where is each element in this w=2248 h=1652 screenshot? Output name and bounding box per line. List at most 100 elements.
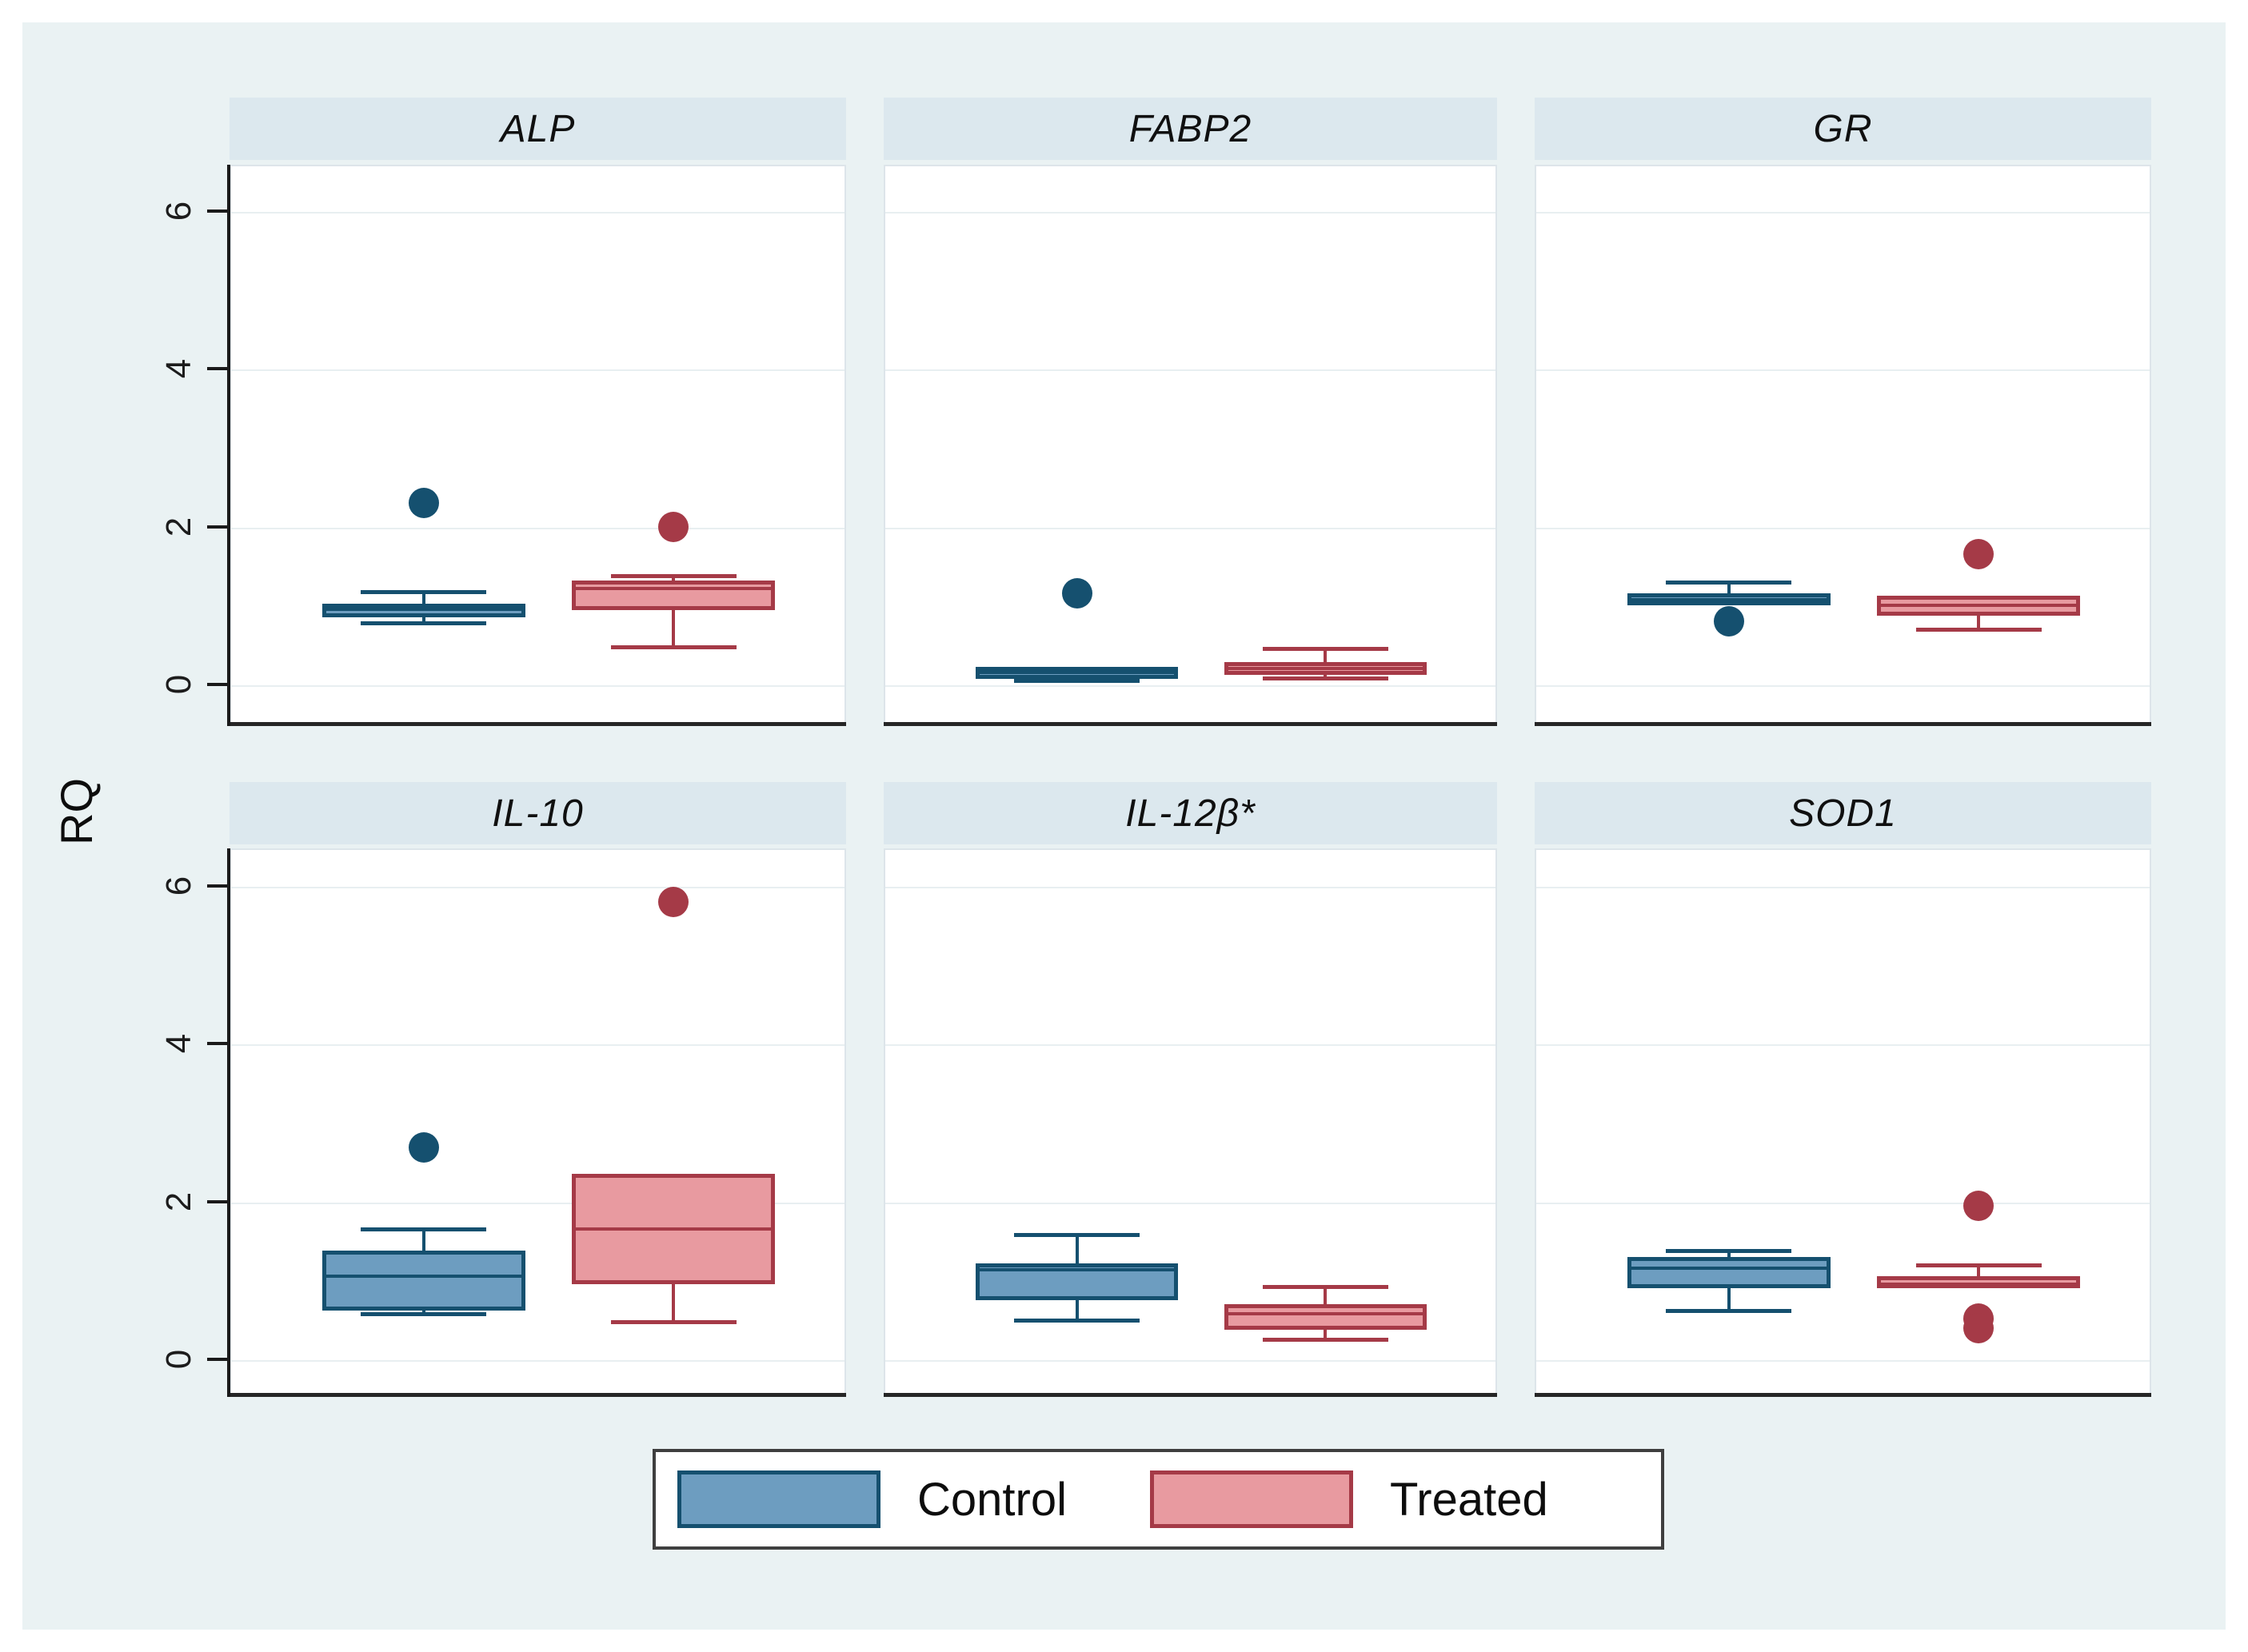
gridline (885, 212, 1495, 213)
gridline (1536, 212, 2150, 213)
panel-plot-area (1535, 848, 2151, 1395)
box-median (980, 671, 1174, 674)
outlier-dot (1714, 606, 1744, 636)
whisker-stem-lower (1324, 1329, 1327, 1339)
whisker-stem-upper (1324, 1287, 1327, 1304)
y-tick-mark (207, 367, 228, 370)
gridline (231, 685, 844, 687)
whisker-stem-upper (672, 576, 675, 581)
box-median (1631, 598, 1827, 601)
y-tick-mark (207, 525, 228, 529)
y-tick-mark (207, 1358, 228, 1361)
gridline (885, 1044, 1495, 1046)
gridline (231, 212, 844, 213)
box-iqr (1224, 1304, 1427, 1330)
whisker-cap-lower (1666, 1309, 1791, 1313)
box-iqr (322, 1251, 525, 1311)
gridline (1536, 528, 2150, 529)
y-axis-line (227, 165, 230, 726)
whisker-cap-upper (1014, 1233, 1140, 1237)
y-tick-label: 2 (159, 1191, 198, 1212)
gridline (1536, 685, 2150, 687)
gridline (885, 369, 1495, 371)
y-tick-label: 4 (159, 1033, 198, 1054)
box-median (1881, 604, 2076, 607)
gridline (1536, 1044, 2150, 1046)
whisker-cap-lower (1263, 1338, 1388, 1342)
panel-title: IL-12β* (1125, 792, 1256, 835)
panel-title: ALP (500, 107, 576, 150)
outlier-dot (1963, 539, 1994, 569)
gridline (1536, 1360, 2150, 1362)
box-median (576, 1227, 771, 1231)
panel-title: GR (1813, 107, 1873, 150)
whisker-stem-upper (1324, 648, 1327, 663)
box-median (1228, 667, 1423, 670)
legend-label-treated: Treated (1389, 1473, 1548, 1526)
panel-plot-area (1535, 165, 2151, 724)
box-median (1228, 1312, 1423, 1315)
whisker-stem-lower (1977, 616, 1980, 629)
panel-title: SOD1 (1789, 792, 1897, 835)
outlier-dot (658, 512, 689, 542)
whisker-stem-lower (672, 1284, 675, 1321)
gridline (885, 887, 1495, 888)
box-median (326, 1275, 521, 1278)
outlier-dot (1062, 578, 1092, 609)
whisker-stem-lower (1076, 1300, 1079, 1320)
x-axis-line (1535, 722, 2151, 726)
x-axis-line (230, 722, 846, 726)
whisker-cap-lower (361, 621, 486, 625)
gridline (231, 528, 844, 529)
whisker-cap-upper (1263, 1285, 1388, 1289)
y-tick-mark (207, 683, 228, 686)
gridline (1536, 887, 2150, 888)
whisker-cap-lower (1014, 679, 1140, 683)
y-tick-label: 0 (159, 674, 198, 695)
panel-header: SOD1 (1535, 782, 2151, 844)
panel-header: GR (1535, 98, 2151, 160)
y-axis-title: RQ (50, 778, 102, 845)
panel-plot-area (884, 848, 1497, 1395)
whisker-cap-lower (1916, 628, 2042, 632)
whisker-stem-upper (1727, 582, 1731, 594)
gridline (885, 685, 1495, 687)
panel-header: IL-10 (230, 782, 846, 844)
outlier-dot (1963, 1313, 1994, 1343)
legend-swatch-treated (1149, 1470, 1353, 1528)
whisker-stem-upper (422, 592, 425, 605)
whisker-cap-upper (361, 1227, 486, 1231)
whisker-cap-upper (1916, 1263, 2042, 1267)
y-tick-label: 0 (159, 1349, 198, 1370)
legend-label-control: Control (917, 1473, 1067, 1526)
y-tick-label: 4 (159, 358, 198, 379)
whisker-cap-upper (1666, 1249, 1791, 1253)
panel-header: FABP2 (884, 98, 1497, 160)
x-axis-line (884, 722, 1497, 726)
whisker-cap-lower (1014, 1319, 1140, 1323)
gridline (885, 1360, 1495, 1362)
y-tick-label: 2 (159, 517, 198, 537)
whisker-stem-lower (422, 617, 425, 623)
whisker-stem-upper (1076, 1235, 1079, 1263)
whisker-cap-lower (611, 1320, 737, 1324)
panel-title: IL-10 (492, 792, 584, 835)
y-tick-mark (207, 209, 228, 213)
outlier-dot (409, 1132, 439, 1163)
x-axis-line (1535, 1393, 2151, 1397)
box-median (980, 1268, 1174, 1271)
whisker-stem-upper (1727, 1251, 1731, 1257)
gridline (231, 369, 844, 371)
panel-header: ALP (230, 98, 846, 160)
whisker-cap-upper (1263, 647, 1388, 651)
whisker-cap-lower (611, 645, 737, 649)
gridline (231, 1203, 844, 1204)
gridline (885, 1203, 1495, 1204)
legend-swatch-control (677, 1470, 880, 1528)
whisker-stem-lower (1727, 1288, 1731, 1311)
x-axis-line (884, 1393, 1497, 1397)
y-tick-label: 6 (159, 201, 198, 221)
